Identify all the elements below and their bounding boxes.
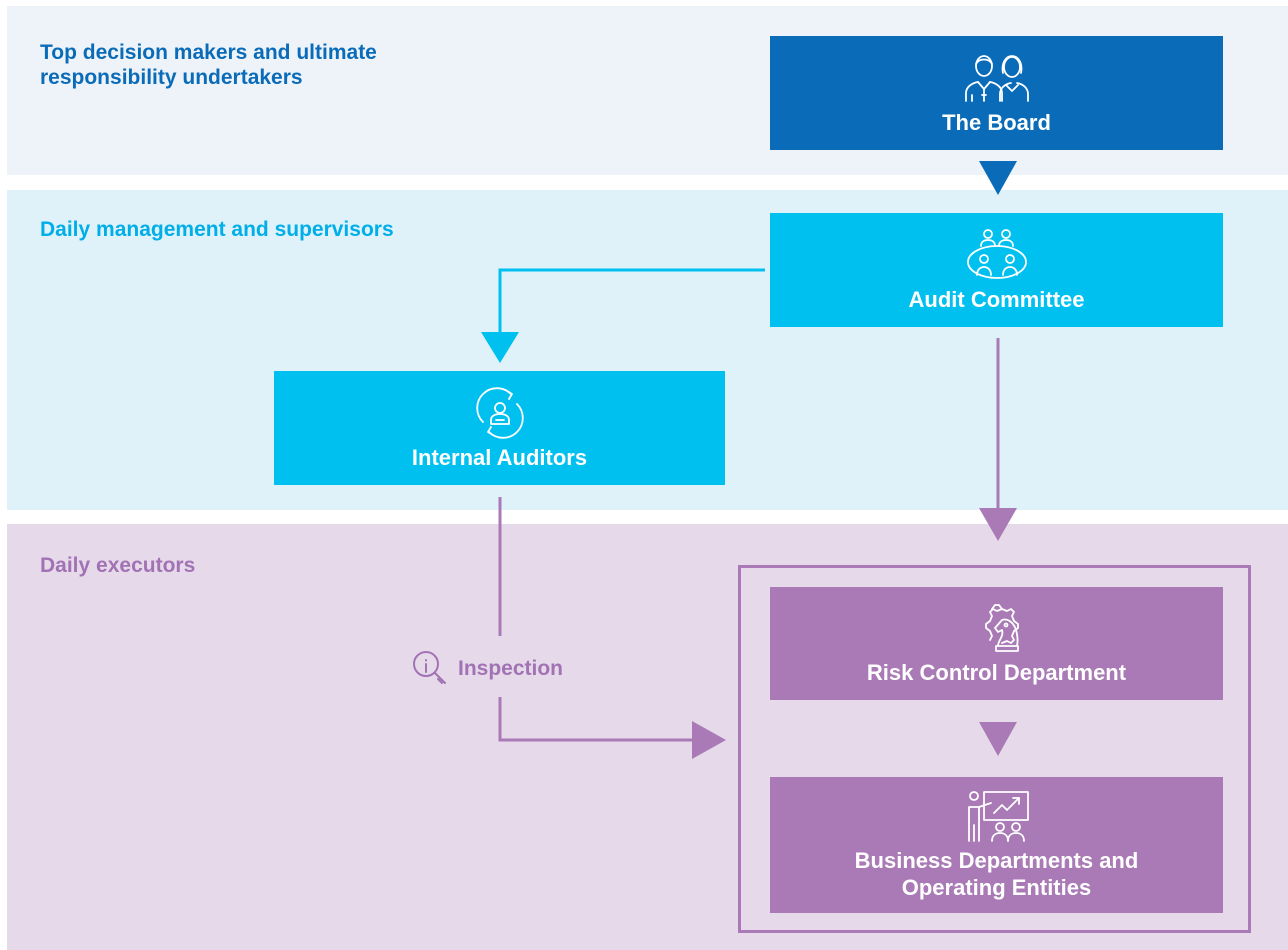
tier-label-middle: Daily management and supervisors	[40, 218, 394, 241]
node-audit-committee: Audit Committee	[770, 213, 1223, 327]
node-business: Business Departments and Operating Entit…	[770, 777, 1223, 913]
executors-frame	[738, 565, 1251, 933]
arrow-inspection	[692, 721, 726, 759]
line-inspection-lower	[498, 697, 695, 742]
strategy-gear-icon	[962, 601, 1032, 655]
arrow-board-to-audit	[979, 161, 1017, 195]
meeting-table-icon	[962, 228, 1032, 282]
presentation-icon	[962, 789, 1032, 843]
auditor-cycle-icon	[465, 386, 535, 440]
node-board: The Board	[770, 36, 1223, 150]
node-audit-committee-label: Audit Committee	[908, 286, 1085, 312]
inspection-text: Inspection	[458, 657, 564, 680]
node-risk-control-label: Risk Control Department	[866, 660, 1127, 685]
node-business-label: Business Departments and Operating Entit…	[854, 848, 1139, 900]
board-members-icon	[962, 51, 1032, 105]
magnifier-info-icon	[410, 648, 452, 690]
node-internal-auditors: Internal Auditors	[274, 371, 725, 485]
arrow-audit-to-executors	[979, 508, 1017, 541]
inspection-label: Inspection	[410, 649, 563, 689]
tier-label-top: Top decision makers and ultimate respons…	[40, 41, 377, 89]
node-board-label: The Board	[942, 109, 1051, 135]
node-internal-auditors-label: Internal Auditors	[411, 444, 588, 470]
line-audit-to-internal	[498, 268, 765, 334]
node-risk-control: Risk Control Department	[770, 587, 1223, 700]
tier-label-bottom: Daily executors	[40, 554, 196, 577]
arrow-risk-to-business	[979, 722, 1017, 756]
arrow-audit-to-internal	[481, 332, 519, 363]
